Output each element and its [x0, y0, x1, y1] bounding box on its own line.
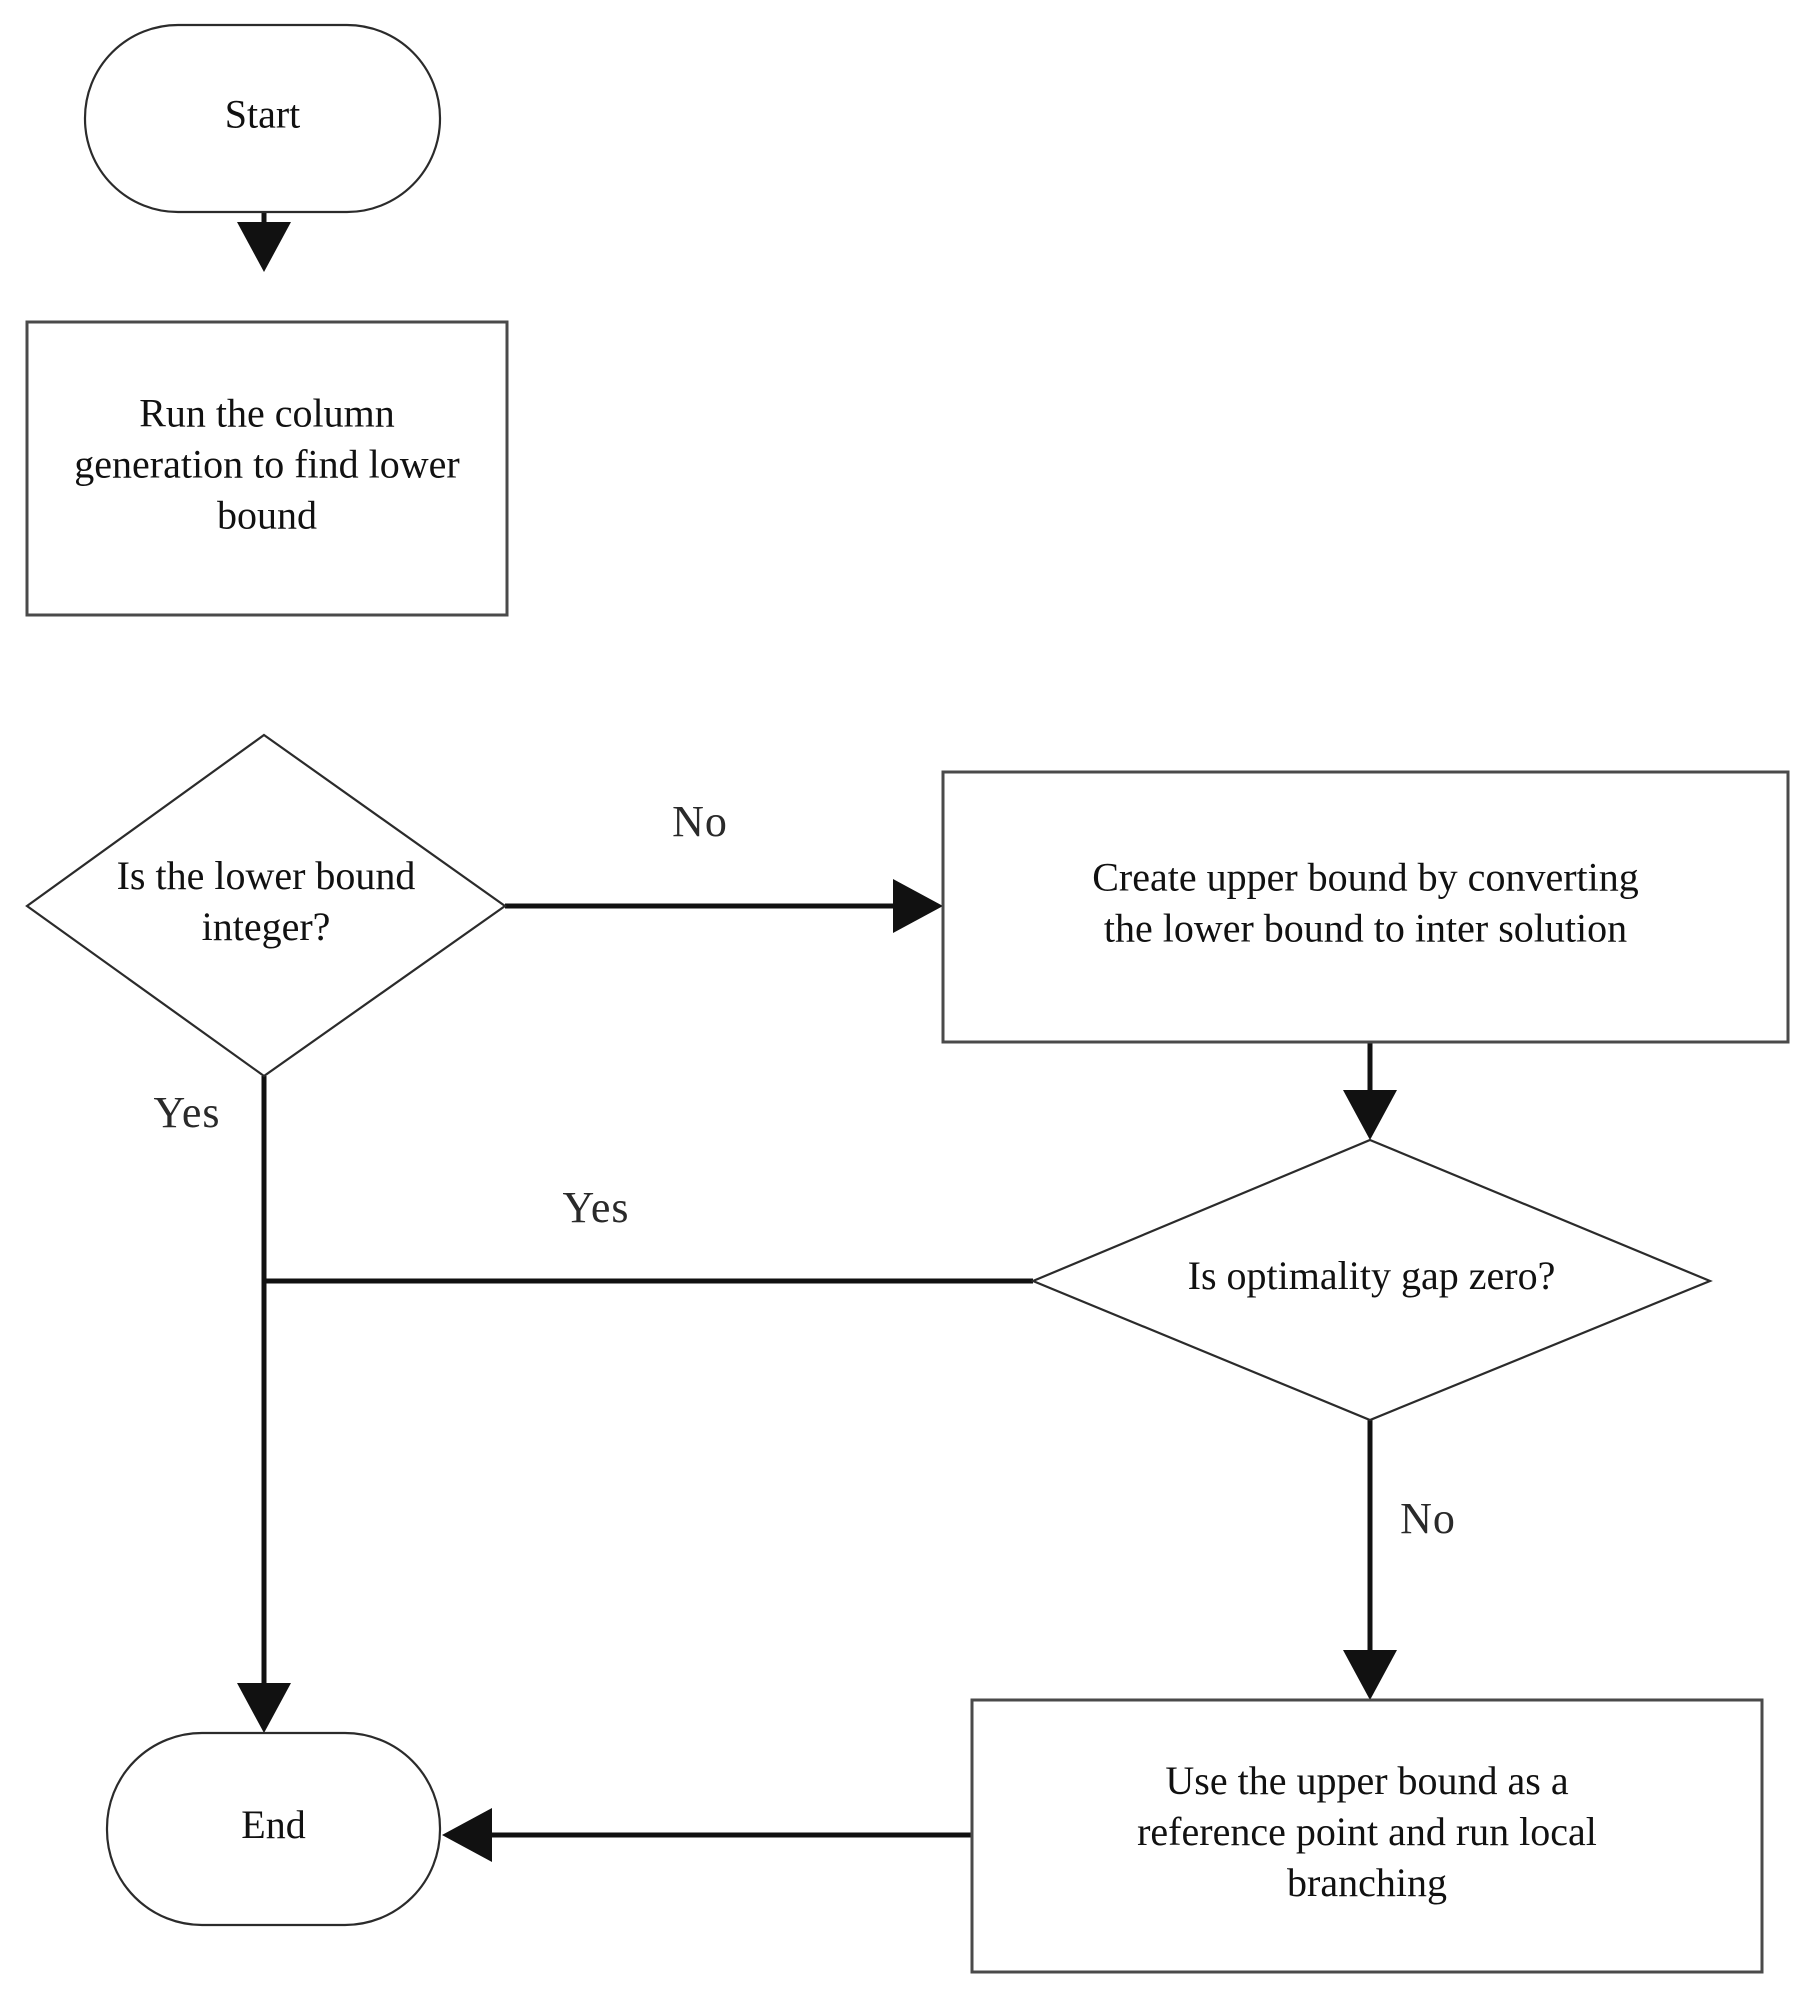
edge-label-decision1-yes: Yes — [153, 1088, 220, 1137]
edge-label-decision2-yes: Yes — [562, 1183, 629, 1232]
edge-decision1-yes — [237, 1076, 291, 1733]
node-run-column-generation[interactable]: Run the column generation to find lower … — [25, 320, 509, 617]
node-run-column-generation-line-2: generation to find lower — [74, 442, 459, 487]
node-create-upper-bound-line-2: the lower bound to inter solution — [1104, 906, 1627, 951]
node-local-branching-line-1: Use the upper bound as a — [1165, 1758, 1568, 1803]
edge-decision2-no — [1343, 1420, 1397, 1700]
edge-decision1-no — [505, 879, 943, 933]
node-create-upper-bound-line-1: Create upper bound by converting — [1092, 855, 1639, 900]
node-create-upper-bound[interactable]: Create upper bound by converting the low… — [941, 770, 1790, 1044]
node-start-label: Start — [225, 92, 301, 137]
node-start[interactable]: Start — [83, 23, 442, 214]
node-local-branching[interactable]: Use the upper bound as a reference point… — [970, 1698, 1764, 1974]
edge-label-decision1-no: No — [672, 797, 728, 846]
node-end[interactable]: End — [105, 1731, 442, 1927]
node-is-lower-bound-integer-line-2: integer? — [202, 904, 331, 949]
node-is-optimality-gap-zero-label: Is optimality gap zero? — [1188, 1253, 1556, 1298]
node-is-lower-bound-integer[interactable]: Is the lower bound integer? — [25, 733, 507, 1078]
node-run-column-generation-line-3: bound — [217, 493, 317, 538]
node-local-branching-line-3: branching — [1287, 1860, 1447, 1905]
node-is-optimality-gap-zero[interactable]: Is optimality gap zero? — [1030, 1138, 1713, 1422]
edge-local-branching-to-end — [442, 1808, 972, 1862]
edge-create-to-decision2 — [1343, 1042, 1397, 1140]
node-local-branching-line-2: reference point and run local — [1137, 1809, 1597, 1854]
node-is-lower-bound-integer-line-1: Is the lower bound — [117, 853, 416, 898]
node-run-column-generation-line-1: Run the column — [139, 391, 395, 436]
node-end-label: End — [241, 1802, 305, 1847]
edge-label-decision2-no: No — [1400, 1494, 1456, 1543]
edge-start-to-run — [237, 212, 291, 272]
